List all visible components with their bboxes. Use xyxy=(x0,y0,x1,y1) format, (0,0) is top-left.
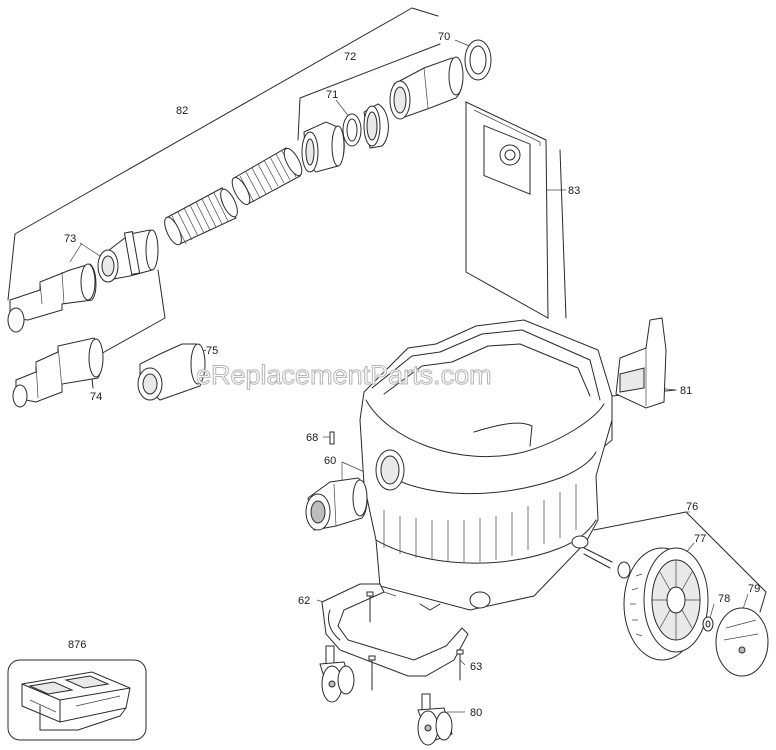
callout-60: 60 xyxy=(324,455,336,467)
part-80-caster-left xyxy=(319,645,355,703)
callout-68: 68 xyxy=(306,432,318,444)
part-79-hubcap xyxy=(715,607,769,677)
callout-63: 63 xyxy=(470,661,482,673)
part-72-fitting xyxy=(389,56,464,120)
callout-76: 76 xyxy=(686,501,698,513)
part-72-cuff xyxy=(363,103,389,149)
callout-77: 77 xyxy=(694,533,706,545)
callout-74: 74 xyxy=(90,391,102,403)
callout-71: 71 xyxy=(326,89,338,101)
hose-section-2 xyxy=(231,147,303,206)
part-77-wheel xyxy=(623,547,709,661)
callout-82: 82 xyxy=(176,105,188,117)
part-71-ring xyxy=(342,113,362,147)
part-81-bracket xyxy=(615,317,667,409)
watermark-text: eReplacementParts.com xyxy=(196,360,492,390)
part-74-nozzle xyxy=(12,337,104,408)
callout-labels: 70 72 71 82 83 73 75 74 81 68 60 76 77 7… xyxy=(64,31,760,719)
callout-70: 70 xyxy=(438,31,450,43)
callout-72: 72 xyxy=(344,51,356,63)
callout-79: 79 xyxy=(748,583,760,595)
part-83-filter-bag xyxy=(465,101,549,319)
part-70-ring xyxy=(464,39,492,81)
inset-876-frame xyxy=(7,659,147,741)
callout-83: 83 xyxy=(568,185,580,197)
callout-81: 81 xyxy=(680,385,692,397)
part-876-accessory-tray xyxy=(21,671,131,731)
part-62-base-frame xyxy=(321,583,469,677)
part-63-screws xyxy=(366,591,464,691)
hose-section-1 xyxy=(164,187,238,246)
part-cuff xyxy=(301,121,345,173)
callout-80: 80 xyxy=(470,707,482,719)
callout-78: 78 xyxy=(718,593,730,605)
part-78-washer xyxy=(702,616,714,632)
part-80-caster-right xyxy=(417,693,453,746)
vacuum-tub xyxy=(359,319,613,611)
callout-62: 62 xyxy=(298,595,310,607)
callout-876: 876 xyxy=(68,639,86,651)
callout-75: 75 xyxy=(206,345,218,357)
callout-73: 73 xyxy=(64,233,76,245)
part-73-nozzle xyxy=(7,263,97,333)
part-73-adapter xyxy=(97,229,159,283)
part-75-coupler xyxy=(137,343,206,401)
part-60-inlet xyxy=(305,477,368,531)
part-76-axle xyxy=(583,547,631,579)
part-68-pin xyxy=(329,431,335,445)
